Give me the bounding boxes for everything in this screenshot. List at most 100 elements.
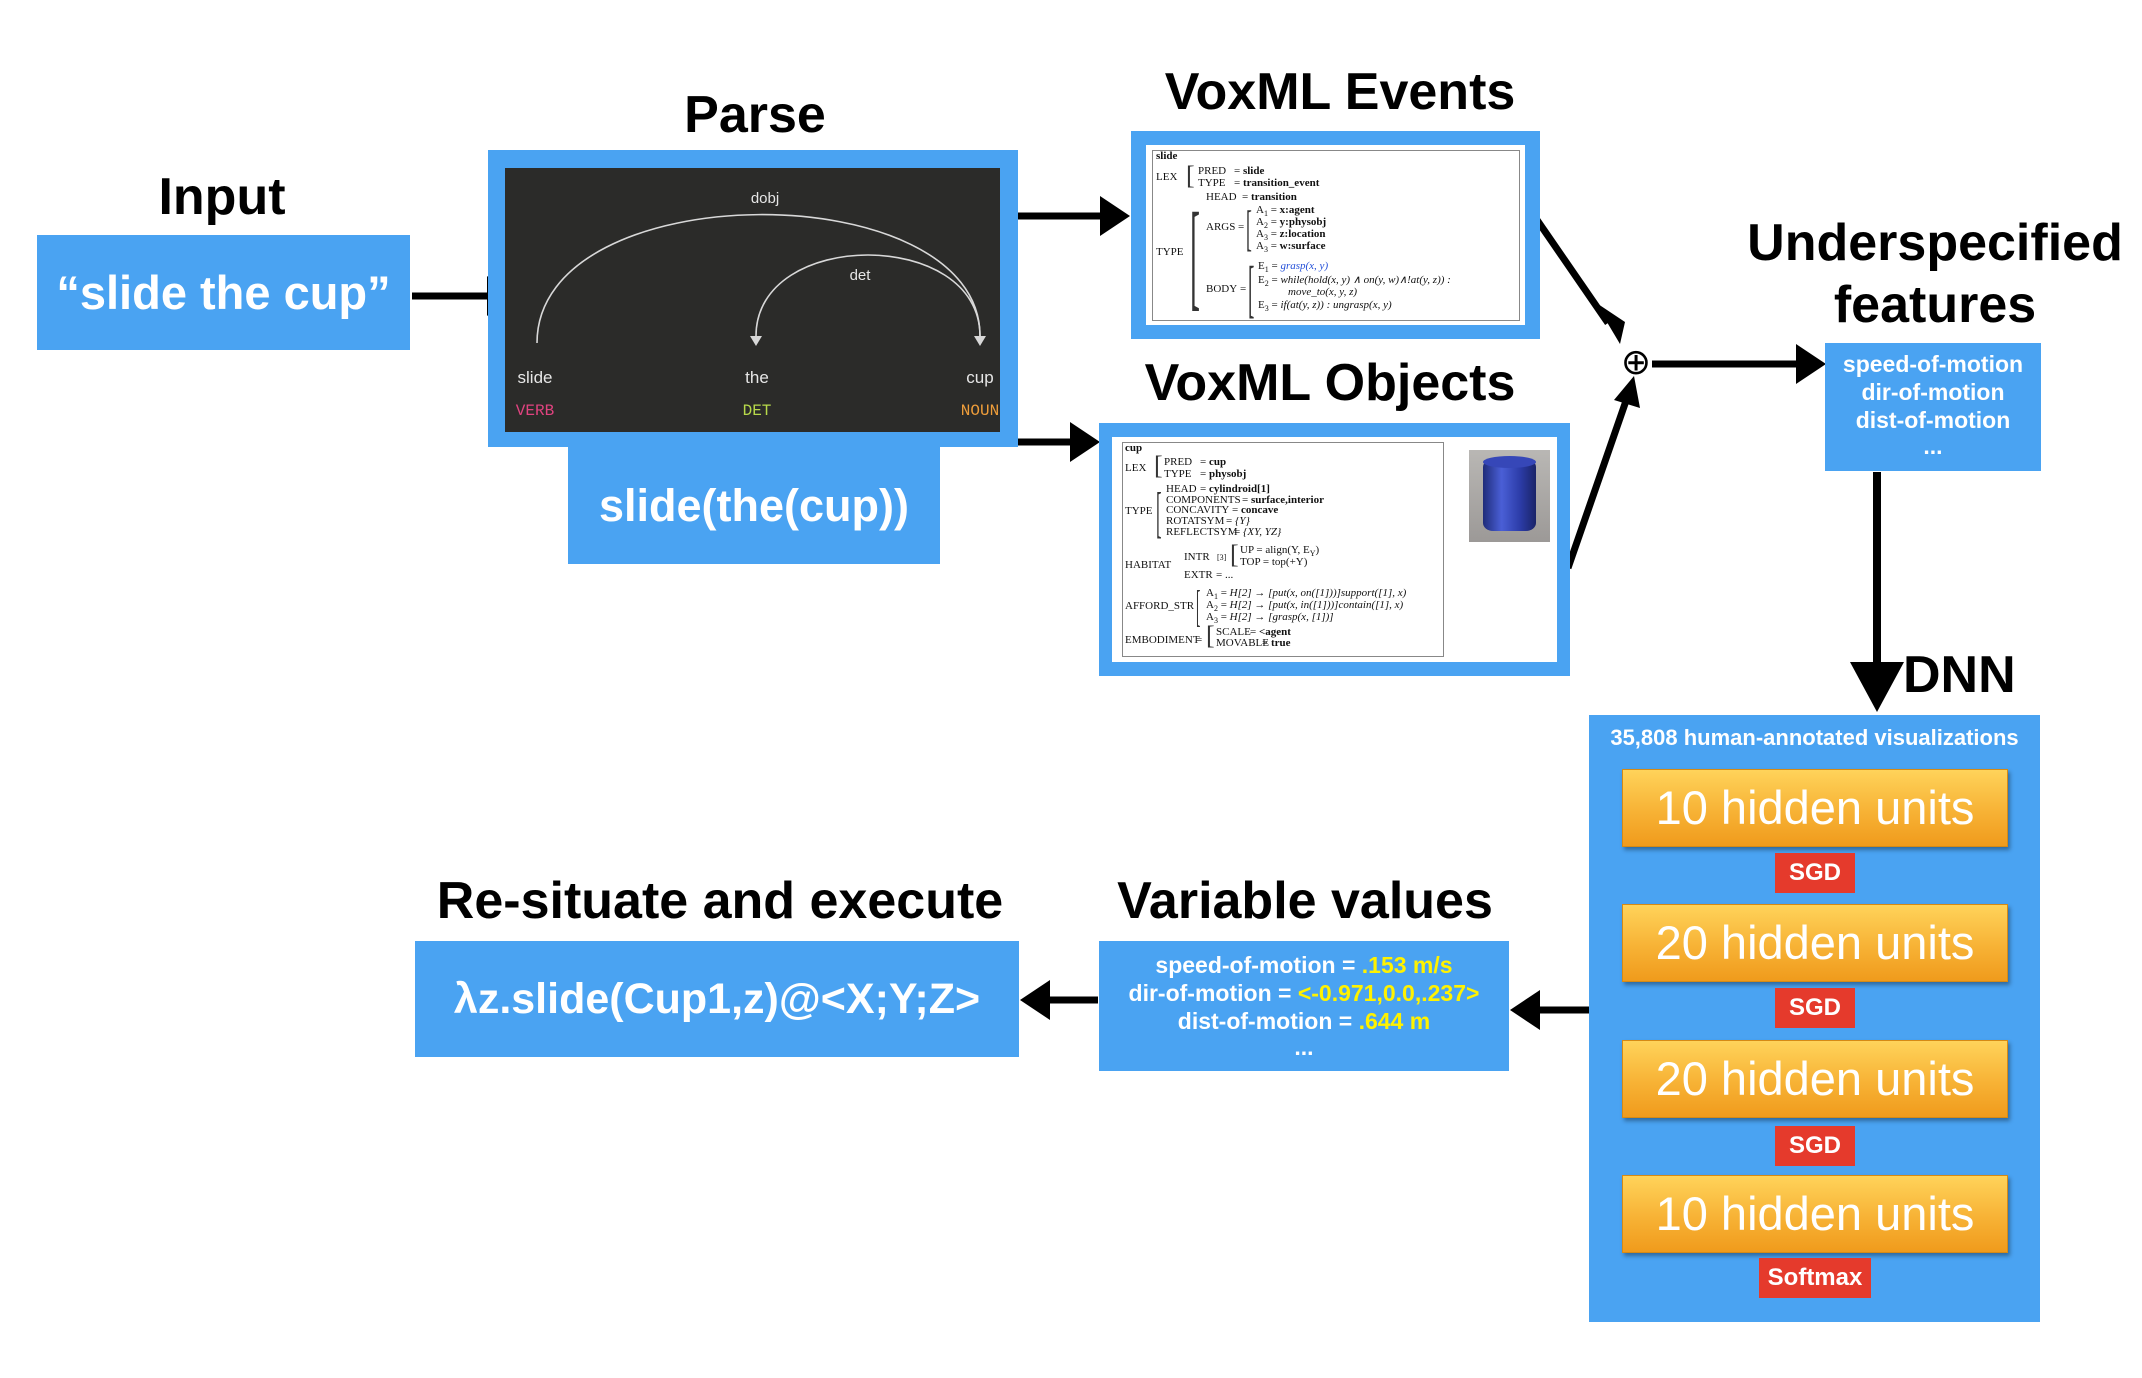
events-pred-label: PRED bbox=[1198, 165, 1227, 177]
objects-rotatsym-value-text: {Y} bbox=[1234, 515, 1250, 527]
events-arg-2-value: y:physobj bbox=[1279, 216, 1327, 228]
events-body-2-value: while(hold(x, y) ∧ on(y, w)∧!at(y, z)) : bbox=[1280, 274, 1451, 286]
objects-reflectsym-value-text: {XY, YZ} bbox=[1242, 526, 1282, 538]
objects-lex-label: LEX bbox=[1125, 462, 1147, 474]
events-arg-3-sub: 3 bbox=[1263, 233, 1268, 243]
voxml-objects-panel: cup LEX [ PRED = cup TYPE = physobj TYPE… bbox=[1112, 437, 1557, 662]
objects-afford-3-key: A bbox=[1206, 611, 1214, 623]
dobj-arrowhead bbox=[974, 336, 986, 346]
objects-extr-value: = ... bbox=[1216, 569, 1234, 581]
cup-rim bbox=[1483, 456, 1536, 468]
objects-head-value-text: cylindroid[1] bbox=[1208, 483, 1270, 495]
events-body-4-value: if(at(y, z)) : ungrasp(x, y) bbox=[1280, 299, 1392, 311]
objects-scale-label: SCALE bbox=[1216, 626, 1251, 638]
objects-type-bracket: [ bbox=[1156, 482, 1162, 544]
events-body-bracket: [ bbox=[1248, 253, 1255, 324]
events-body-1: E1 = grasp(x, y) bbox=[1258, 260, 1329, 275]
events-head-label: HEAD bbox=[1206, 191, 1237, 203]
objects-top-value: TOP = top(+Y) bbox=[1240, 556, 1308, 568]
events-head: slide bbox=[1156, 150, 1178, 162]
objects-extr-label: EXTR bbox=[1184, 569, 1213, 581]
execute-text: λz.slide(Cup1,z)@<X;Y;Z> bbox=[453, 975, 981, 1023]
objects-concavity-value: = concave bbox=[1232, 504, 1279, 516]
dnn-caption: 35,808 human-annotated visualizations bbox=[1610, 725, 2019, 750]
events-arg-4-key: A bbox=[1256, 240, 1264, 252]
dnn-op-1: SGD bbox=[1775, 853, 1855, 893]
dnn-op-2: SGD bbox=[1775, 988, 1855, 1028]
events-type-bracket: [ bbox=[1190, 188, 1200, 321]
det-arc bbox=[755, 254, 981, 337]
events-body-1-value: grasp(x, y) bbox=[1280, 260, 1329, 272]
events-body-2: E2 = while(hold(x, y) ∧ on(y, w)∧!at(y, … bbox=[1258, 274, 1451, 289]
objects-intr-label: INTR bbox=[1184, 551, 1210, 563]
objects-pred-value: = cup bbox=[1200, 456, 1227, 468]
input-title: Input bbox=[158, 168, 286, 226]
events-body-3-value: move_to(x, y, z) bbox=[1288, 286, 1358, 298]
objects-afford-2-sub: 2 bbox=[1213, 604, 1218, 614]
objects-up-sub: Y bbox=[1309, 549, 1316, 559]
events-args-eq: = bbox=[1238, 221, 1245, 233]
objects-reflectsym-label: REFLECTSYM bbox=[1166, 526, 1238, 538]
events-body-4-sub: 3 bbox=[1264, 304, 1269, 314]
objects-afford-bracket: [ bbox=[1196, 582, 1201, 631]
objects-type-value: = physobj bbox=[1200, 468, 1247, 480]
objects-matrix-border bbox=[1122, 442, 1444, 657]
events-arg-1-value: x:agent bbox=[1279, 204, 1315, 216]
events-body-eq: = bbox=[1240, 283, 1247, 295]
objects-scale-value-text: <agent bbox=[1258, 626, 1291, 638]
det-arrowhead bbox=[750, 336, 762, 346]
objects-afford-1: A1 = H[2] → [put(x, on([1]))]support([1]… bbox=[1206, 587, 1407, 602]
objects-pred-value-text: cup bbox=[1208, 456, 1227, 468]
objects-afford-2-key: A bbox=[1206, 599, 1214, 611]
pos-verb: VERB bbox=[515, 402, 555, 420]
pos-det: DET bbox=[742, 402, 772, 420]
feature-more: ... bbox=[1923, 433, 1943, 459]
events-body-1-sub: 1 bbox=[1264, 265, 1269, 275]
objects-head: cup bbox=[1125, 442, 1143, 454]
voxml-objects-title: VoxML Objects bbox=[1144, 354, 1516, 412]
token-slide: slide bbox=[517, 368, 553, 387]
variable-values-box: speed-of-motion = .153 m/s dir-of-motion… bbox=[1099, 941, 1509, 1071]
dependency-arcs bbox=[536, 213, 986, 346]
arrowhead bbox=[1100, 196, 1130, 236]
arrowhead bbox=[1070, 422, 1100, 462]
objects-embodiment-eq: = bbox=[1196, 634, 1203, 646]
cup-body bbox=[1483, 459, 1536, 531]
execute-title: Re-situate and execute bbox=[436, 872, 1004, 930]
objects-movable-value-text: true bbox=[1270, 637, 1291, 649]
events-body-2-sub: 2 bbox=[1264, 279, 1269, 289]
dnn-layer-4: 10 hidden units bbox=[1622, 1175, 2008, 1253]
arc-label-dobj: dobj bbox=[750, 190, 780, 207]
objects-type2-label: TYPE bbox=[1125, 505, 1153, 517]
objects-reflectsym-value: = {XY, YZ} bbox=[1234, 526, 1282, 538]
dnn-layer-3: 20 hidden units bbox=[1622, 1040, 2008, 1118]
events-arg-4-sub: 3 bbox=[1263, 245, 1268, 255]
value-row-more: ... bbox=[1099, 1035, 1509, 1059]
events-body-label: BODY bbox=[1206, 283, 1238, 295]
events-body-4: E3 = if(at(y, z)) : ungrasp(x, y) bbox=[1258, 299, 1392, 314]
arrowhead bbox=[1850, 662, 1904, 712]
objects-type-label: TYPE bbox=[1164, 468, 1192, 480]
events-arg-3-value: z:location bbox=[1279, 228, 1326, 240]
arrow-events-to-combine bbox=[1532, 215, 1611, 325]
objects-up-value-text: UP = align(Y, E bbox=[1240, 544, 1310, 556]
events-arg-4: A3 = w:surface bbox=[1256, 240, 1326, 255]
logical-form-text: slide(the(cup)) bbox=[599, 480, 909, 531]
arrowhead bbox=[1595, 302, 1625, 344]
value-speed: .153 m/s bbox=[1361, 952, 1453, 978]
objects-afford-3: A3 = H[2] → [grasp(x, [1])] bbox=[1206, 611, 1334, 626]
value-dir-name: dir-of-motion = bbox=[1128, 980, 1298, 1006]
objects-lex-bracket: [ bbox=[1154, 451, 1163, 480]
token-the: the bbox=[745, 368, 769, 387]
input-box: “slide the cup” bbox=[37, 235, 410, 350]
dobj-arc bbox=[536, 213, 981, 344]
events-type-value: = transition_event bbox=[1234, 177, 1320, 189]
token-cup: cup bbox=[966, 368, 994, 387]
events-arg-1: A1 = x:agent bbox=[1256, 204, 1315, 219]
arrowhead bbox=[1614, 376, 1640, 408]
underspecified-title-line1: Underspecified bbox=[1747, 214, 2123, 272]
events-lex-bracket: [ bbox=[1186, 161, 1195, 190]
objects-movable-value: = true bbox=[1262, 637, 1291, 649]
execute-box: λz.slide(Cup1,z)@<X;Y;Z> bbox=[415, 941, 1019, 1057]
events-type2-label: TYPE bbox=[1156, 246, 1184, 258]
